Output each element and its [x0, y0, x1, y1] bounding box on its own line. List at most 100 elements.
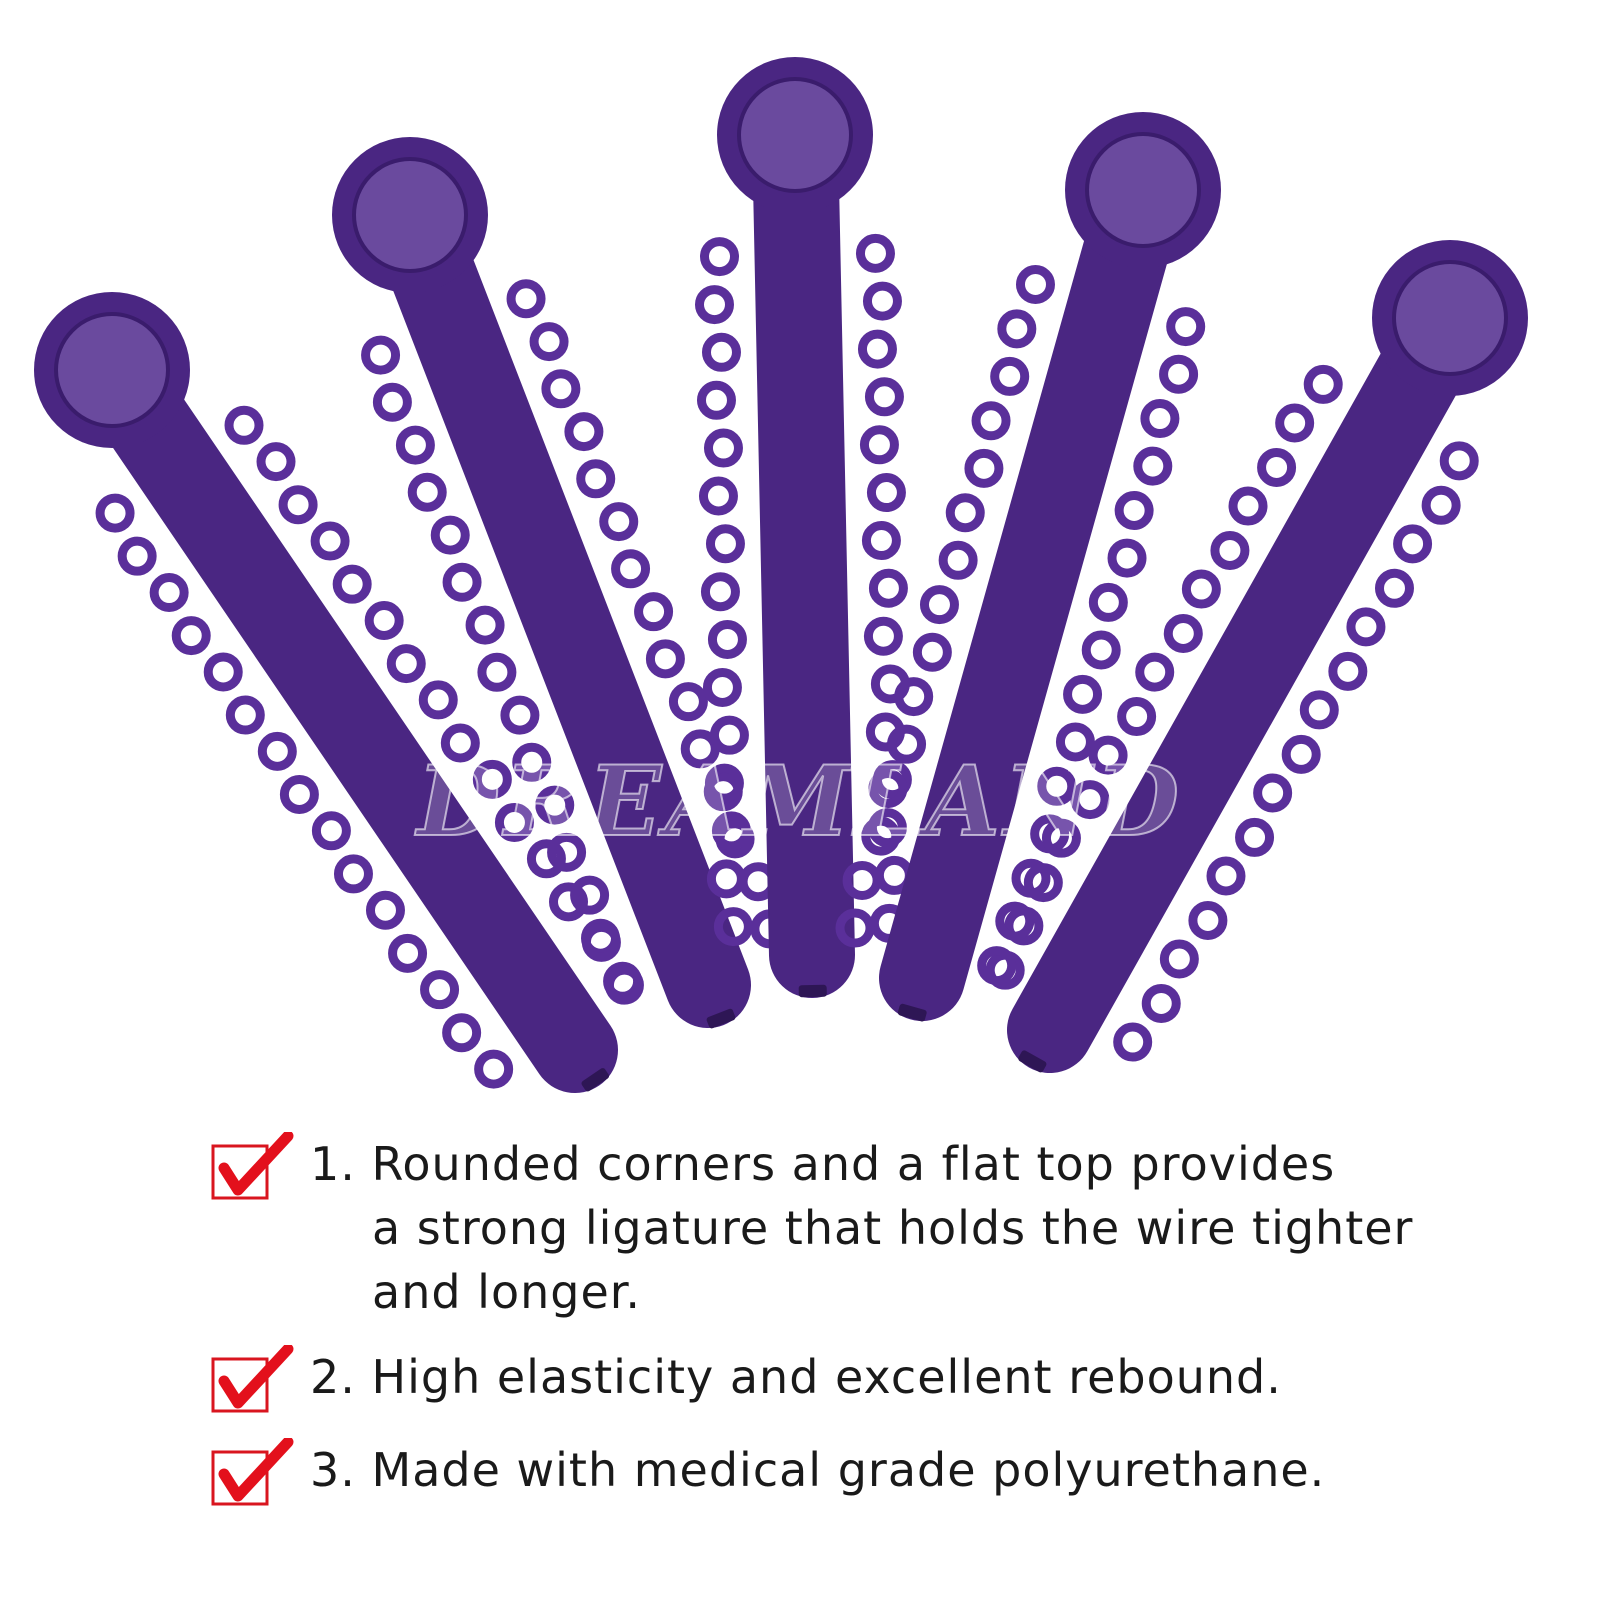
o-ring	[645, 639, 685, 679]
o-ring	[576, 459, 616, 499]
o-ring	[1346, 607, 1386, 647]
o-ring	[855, 233, 895, 273]
o-ring	[541, 369, 581, 409]
o-ring	[861, 521, 901, 561]
o-ring	[570, 875, 610, 915]
o-ring	[395, 425, 435, 465]
o-ring	[1166, 307, 1206, 347]
o-ring	[703, 428, 743, 468]
feature-text-1: 1. Rounded corners and a flat top provid…	[310, 1132, 1413, 1324]
feature-line: Made with medical grade polyurethane.	[371, 1443, 1326, 1497]
o-ring	[1015, 264, 1055, 304]
o-ring	[256, 442, 296, 482]
o-ring	[1088, 582, 1128, 622]
o-ring	[1257, 447, 1297, 487]
o-ring	[668, 682, 708, 722]
o-ring	[859, 425, 899, 465]
o-ring	[529, 322, 569, 362]
o-ring	[1439, 441, 1479, 481]
o-ring	[388, 933, 428, 973]
stick-end-cap	[581, 1068, 610, 1092]
o-ring	[1088, 735, 1128, 775]
o-ring	[709, 715, 749, 755]
feature-line: Rounded corners and a flat top provides	[371, 1137, 1336, 1191]
o-ring	[706, 859, 746, 899]
o-ring	[863, 616, 903, 656]
o-ring	[1181, 569, 1221, 609]
stick-head-face	[737, 77, 853, 193]
stick-head-face	[1392, 260, 1508, 376]
o-ring	[997, 309, 1037, 349]
o-ring	[704, 763, 744, 803]
o-ring	[564, 412, 604, 452]
stick-end-cap	[706, 1008, 736, 1029]
feature-line: High elasticity and excellent rebound.	[371, 1350, 1282, 1404]
o-ring	[549, 882, 589, 922]
o-ring	[500, 695, 540, 735]
o-ring	[442, 1013, 482, 1053]
o-ring	[440, 723, 480, 763]
o-ring	[894, 677, 934, 717]
o-ring	[861, 816, 901, 856]
checkbox-checked-icon	[211, 1438, 294, 1506]
stick-body	[381, 209, 751, 1028]
o-ring	[835, 908, 875, 948]
checkbox-checked-icon	[211, 1132, 294, 1200]
o-ring	[711, 811, 751, 851]
o-ring	[1063, 674, 1103, 714]
o-ring	[977, 946, 1017, 986]
o-ring	[1107, 538, 1147, 578]
o-ring	[1055, 722, 1095, 762]
o-ring	[868, 769, 908, 809]
o-ring	[707, 619, 747, 659]
o-ring	[224, 405, 264, 445]
o-ring	[1163, 614, 1203, 654]
ligature-stick	[977, 240, 1528, 1073]
o-ring	[945, 493, 985, 533]
ligature-stick	[835, 112, 1221, 1022]
o-ring	[599, 502, 639, 542]
o-ring	[494, 802, 534, 842]
o-ring	[526, 839, 566, 879]
o-ring	[1141, 983, 1181, 1023]
o-ring	[430, 515, 470, 555]
o-ring	[887, 724, 927, 764]
o-ring	[95, 493, 135, 533]
o-ring	[149, 573, 189, 613]
o-ring	[1374, 568, 1414, 608]
o-ring	[705, 524, 745, 564]
o-ring	[1393, 524, 1433, 564]
o-ring	[1303, 364, 1343, 404]
o-ring	[995, 901, 1035, 941]
o-ring	[333, 854, 373, 894]
stick-head-face	[1085, 132, 1201, 248]
o-ring	[117, 536, 157, 576]
o-ring	[365, 890, 405, 930]
o-ring	[257, 731, 297, 771]
o-ring	[332, 564, 372, 604]
o-ring	[912, 632, 952, 672]
stick-end-cap	[1018, 1050, 1047, 1073]
o-ring	[696, 380, 736, 420]
stick-end-cap	[897, 1003, 927, 1022]
o-ring	[1328, 651, 1368, 691]
stick-body	[752, 131, 855, 998]
o-ring	[680, 729, 720, 769]
o-ring	[474, 1049, 514, 1089]
o-ring	[420, 970, 460, 1010]
feature-line: a strong ligature that holds the wire ti…	[372, 1201, 1414, 1255]
feature-number: 2.	[310, 1350, 356, 1404]
o-ring	[1253, 773, 1293, 813]
stick-body	[91, 360, 618, 1093]
o-ring	[1081, 630, 1121, 670]
o-ring	[611, 549, 651, 589]
o-ring	[477, 652, 517, 692]
o-ring	[1421, 485, 1461, 525]
o-ring	[547, 832, 587, 872]
product-image	[34, 57, 1528, 1093]
o-ring	[1114, 490, 1154, 530]
ligature-stick	[332, 137, 790, 1029]
o-ring	[1023, 863, 1063, 903]
o-ring	[361, 335, 401, 375]
o-ring	[866, 473, 906, 513]
